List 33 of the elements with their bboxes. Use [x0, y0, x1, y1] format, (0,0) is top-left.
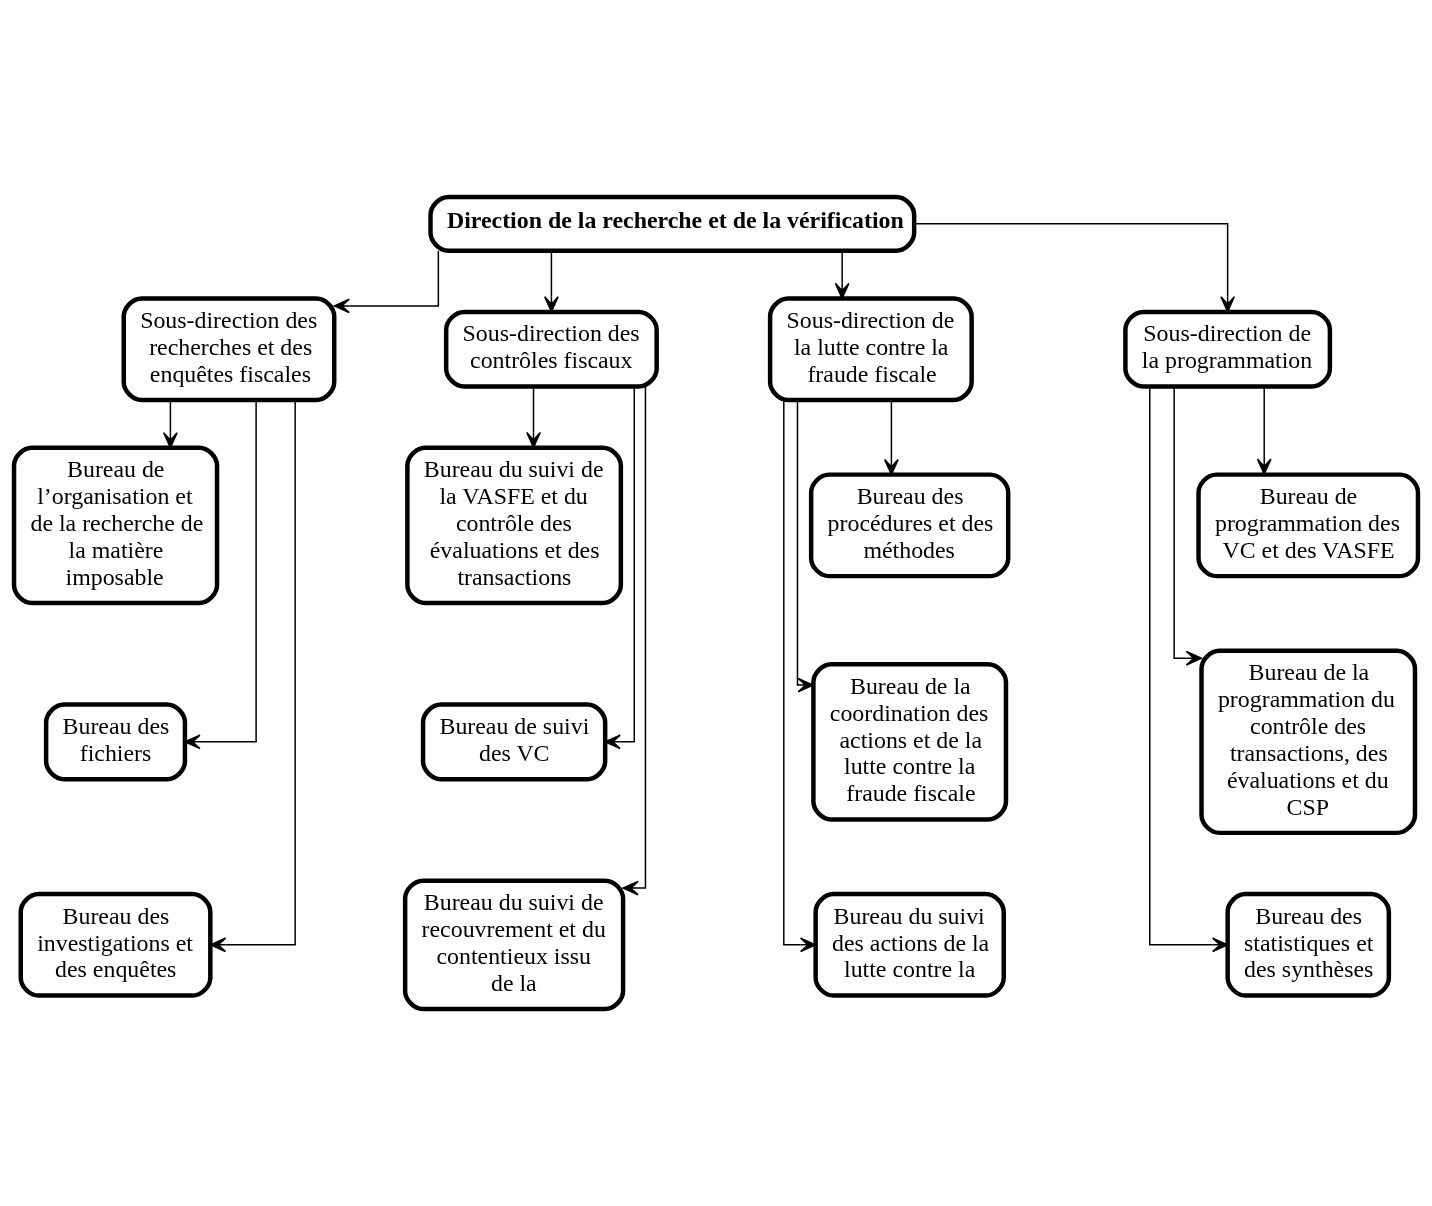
node-box: Bureau du suivi de la VASFE et du contrôle des évaluations et des transactions — [405, 445, 624, 606]
node-box: Sous-direction des contrôles fiscaux — [443, 309, 659, 389]
arrow — [333, 250, 440, 314]
node-box: Bureau des fichiers — [43, 702, 188, 782]
node-box: Bureau de suivi des VC — [420, 702, 608, 782]
node-box: Bureau des investigations et des enquêtes — [18, 891, 213, 998]
arrow — [883, 399, 899, 476]
node-box: Sous-direction de la lutte contre la fraude fiscale — [767, 296, 974, 403]
node-box: Bureau des procédures et des méthodes — [808, 472, 1011, 579]
node-box: Bureau du suivi de recouvrement et du contentieux issu de la — [402, 878, 626, 1012]
node-box: Bureau de la programmation du contrôle des transactions, des évaluations et du CSP — [1199, 648, 1418, 836]
arrow — [1173, 386, 1203, 666]
arrow — [543, 250, 559, 313]
node-box: Sous-direction des recherches et des enquêtes fiscales — [121, 296, 337, 403]
arrow — [834, 250, 850, 300]
arrow — [1149, 386, 1229, 953]
node-box: Bureau de la coordination des actions et de la lutte contre la fraude fiscale — [811, 661, 1009, 822]
node-box: Sous-direction de la programmation — [1123, 309, 1333, 389]
arrow — [913, 223, 1236, 313]
node-box: Bureau de l’organisation et de la recherche de la matière imposable — [11, 445, 220, 606]
arrow — [796, 399, 814, 693]
arrow — [209, 399, 296, 953]
node-box: Direction de la recherche et de la vérification — [428, 194, 917, 253]
arrow — [1256, 385, 1272, 475]
node-box: Bureau des statistiques et des synthèses — [1225, 891, 1392, 998]
arrow — [622, 385, 647, 896]
arrow — [783, 399, 817, 953]
arrow — [162, 399, 178, 449]
arrow — [526, 385, 541, 449]
node-box: Bureau du suivi des actions de la lutte contre la — [813, 891, 1006, 998]
node-box: Bureau de programmation des VC et des VASFE — [1196, 472, 1421, 579]
arrow — [604, 386, 635, 750]
arrow — [184, 399, 257, 750]
